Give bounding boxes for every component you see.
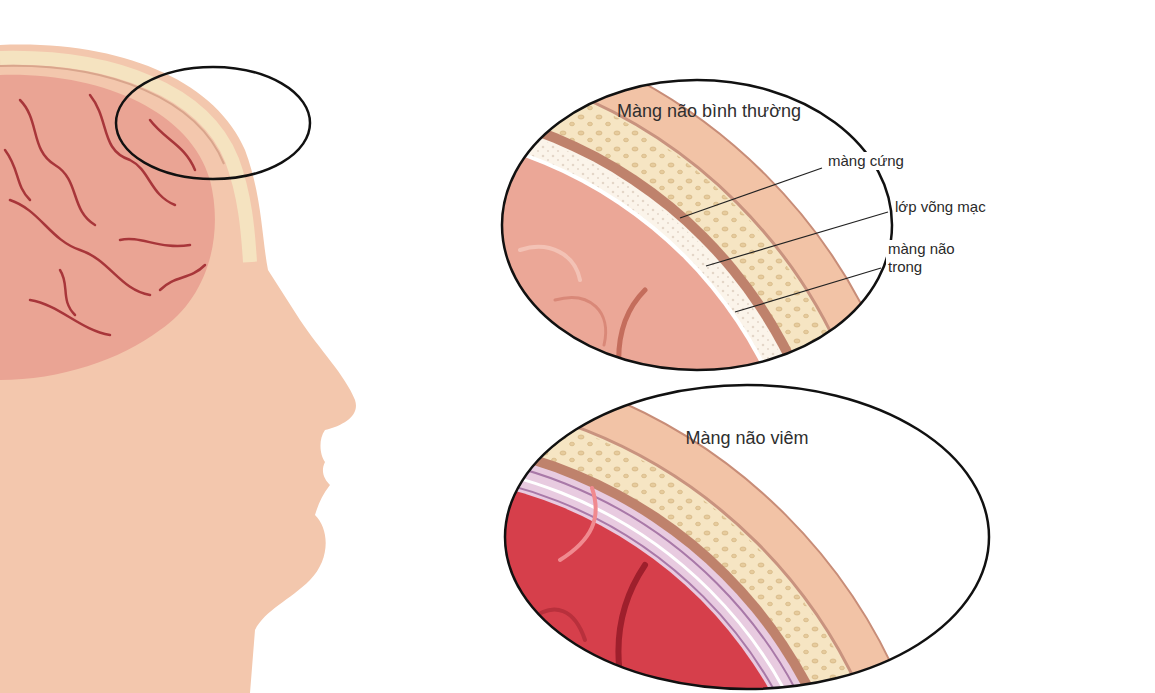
leader-lines	[680, 168, 888, 312]
head-profile	[0, 45, 356, 693]
magnified-oval: Màng não viêm	[505, 385, 989, 689]
oval-title: Màng não bình thường	[617, 100, 801, 122]
oval-title: Màng não viêm	[685, 427, 808, 449]
magnified-oval: Màng não bình thường	[502, 80, 892, 370]
part-label: lớp võng mạc	[893, 198, 988, 216]
oval-outline	[502, 80, 892, 370]
part-label: màng não trong	[886, 240, 962, 276]
inflamed-meninges	[0, 355, 995, 693]
part-label: màng cứng	[826, 152, 906, 170]
